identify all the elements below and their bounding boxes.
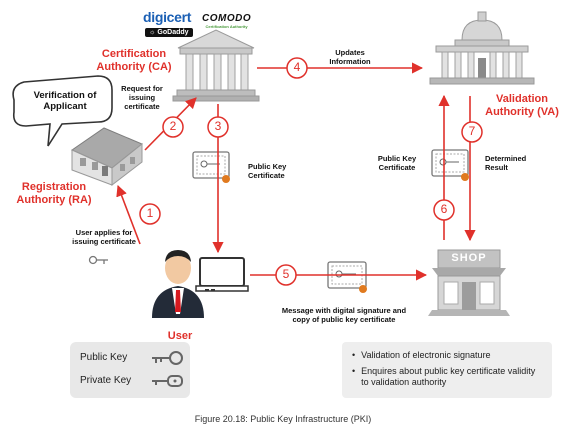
public-key-label: Public Key <box>80 352 128 363</box>
shop-building-icon <box>428 249 510 316</box>
arrow-step-1 <box>116 184 141 245</box>
note-item: •Enquires about public key certificate v… <box>352 366 536 387</box>
user-icon <box>152 250 204 318</box>
step-circle-4 <box>286 57 308 79</box>
digicert-logo: digicert <box>143 9 192 25</box>
user-title: User <box>167 330 193 342</box>
laptop-icon <box>195 257 249 292</box>
step-circle-7 <box>461 121 483 143</box>
verification-bubble <box>12 75 113 147</box>
public-key-icon <box>152 351 183 365</box>
shop-sign: SHOP <box>451 252 487 264</box>
step-number-4: 4 <box>293 60 301 74</box>
note-item: •Validation of electronic signature <box>352 350 491 360</box>
ra-building-icon <box>70 127 143 187</box>
certificate-icon-message <box>327 261 367 293</box>
key-legend-box: Public Key Private Key <box>70 342 190 398</box>
validation-notes-box: •Validation of electronic signature •Enq… <box>342 342 552 398</box>
godaddy-logo: ☼GoDaddy <box>145 28 193 37</box>
step-number-1: 1 <box>146 206 154 220</box>
key-icon-small <box>88 255 108 265</box>
step-number-5: 5 <box>282 267 290 281</box>
step-circle-1 <box>139 203 161 225</box>
step-circle-5 <box>275 264 297 286</box>
comodo-logo: COMODO Certification Authority <box>202 13 252 29</box>
certificate-icon-right <box>431 149 469 181</box>
step-number-6: 6 <box>440 202 448 216</box>
figure-caption: Figure 20.18: Public Key Infrastructure … <box>194 414 372 424</box>
step-circle-2 <box>162 116 184 138</box>
private-key-label: Private Key <box>80 375 132 386</box>
private-key-icon <box>152 375 183 387</box>
va-building-icon <box>429 11 535 85</box>
step-circle-6 <box>433 199 455 221</box>
step-number-7: 7 <box>468 124 476 138</box>
step-circle-3 <box>207 116 229 138</box>
key-legend-icons <box>152 351 183 387</box>
step-number-2: 2 <box>169 119 177 133</box>
step-number-3: 3 <box>214 119 222 133</box>
certificate-icon-center <box>192 151 230 183</box>
ca-building-icon <box>172 29 260 102</box>
